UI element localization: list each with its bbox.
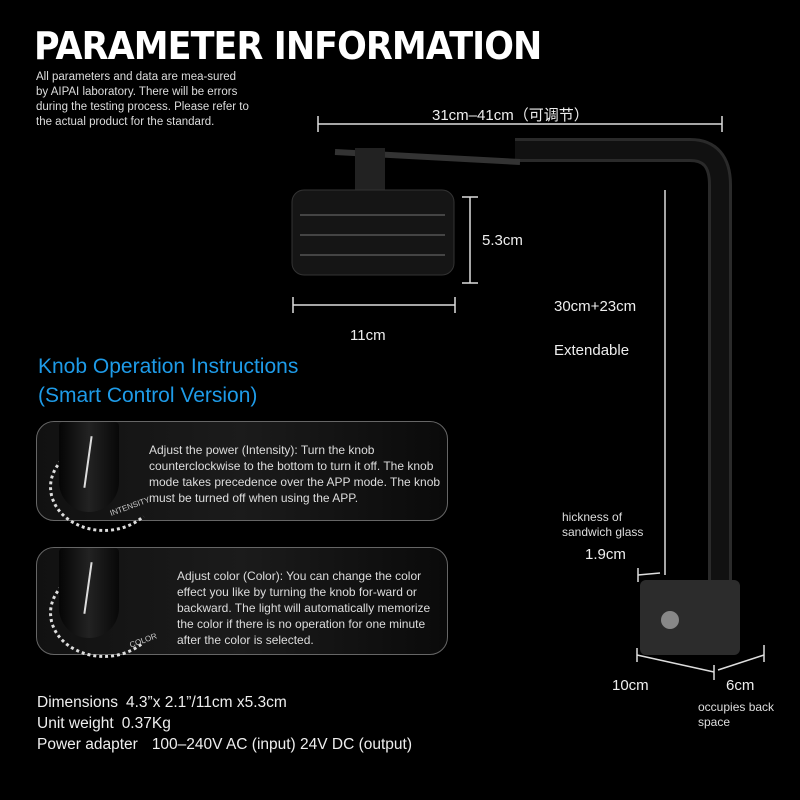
spec-value: 4.3”x 2.1”/11cm x5.3cm <box>125 694 287 711</box>
color-card: COLOR Adjust color (Color): You can chan… <box>36 547 448 658</box>
glass-value: 1.9cm <box>585 546 626 563</box>
color-knob-image <box>59 548 119 638</box>
intensity-card: INTENSITY Adjust the power (Intensity): … <box>36 421 448 532</box>
color-description: Adjust color (Color): You can change the… <box>177 569 431 647</box>
intensity-knob-image <box>59 422 119 512</box>
knob-section-title: Knob Operation Instructions (Smart Contr… <box>38 352 298 410</box>
page-title: PARAMETER INFORMATION <box>34 24 542 68</box>
extendable-label: Extendable <box>554 342 630 359</box>
back-space-label: occupies back space <box>698 700 775 729</box>
spec-label: Power adapter <box>37 736 138 753</box>
dial-dots <box>49 568 159 658</box>
spec-value: 100–240V AC (input) 24V DC (output) <box>151 736 413 753</box>
arm-width-label: 31cm–41cm（可调节） <box>432 107 589 124</box>
clamp-depth-label: 6cm <box>726 677 755 694</box>
spec-row: Power adapter 100–240V AC (input) 24V DC … <box>37 734 412 755</box>
dial-dots <box>49 442 159 532</box>
intensity-description: Adjust the power (Intensity): Turn the k… <box>149 443 441 505</box>
spec-label: Dimensions <box>37 694 118 711</box>
lamp-height-label: 5.3cm <box>482 232 523 249</box>
spec-list: Dimensions 4.3”x 2.1”/11cm x5.3cm Unit we… <box>37 692 412 755</box>
spec-label: Unit weight <box>37 715 114 732</box>
knob-title-line2: (Smart Control Version) <box>38 384 258 407</box>
spec-row: Unit weight 0.37Kg <box>37 713 412 734</box>
lamp-width-label: 11cm <box>350 327 386 344</box>
intro-text: All parameters and data are mea-sured by… <box>36 71 249 128</box>
clamp-width-label: 10cm <box>612 677 649 694</box>
spec-row: Dimensions 4.3”x 2.1”/11cm x5.3cm <box>37 692 412 713</box>
arm-height-label: 30cm+23cm <box>554 298 637 315</box>
knob-title-line1: Knob Operation Instructions <box>38 355 299 378</box>
glass-label: hickness of sandwich glass <box>562 510 644 539</box>
spec-value: 0.37Kg <box>121 715 171 732</box>
